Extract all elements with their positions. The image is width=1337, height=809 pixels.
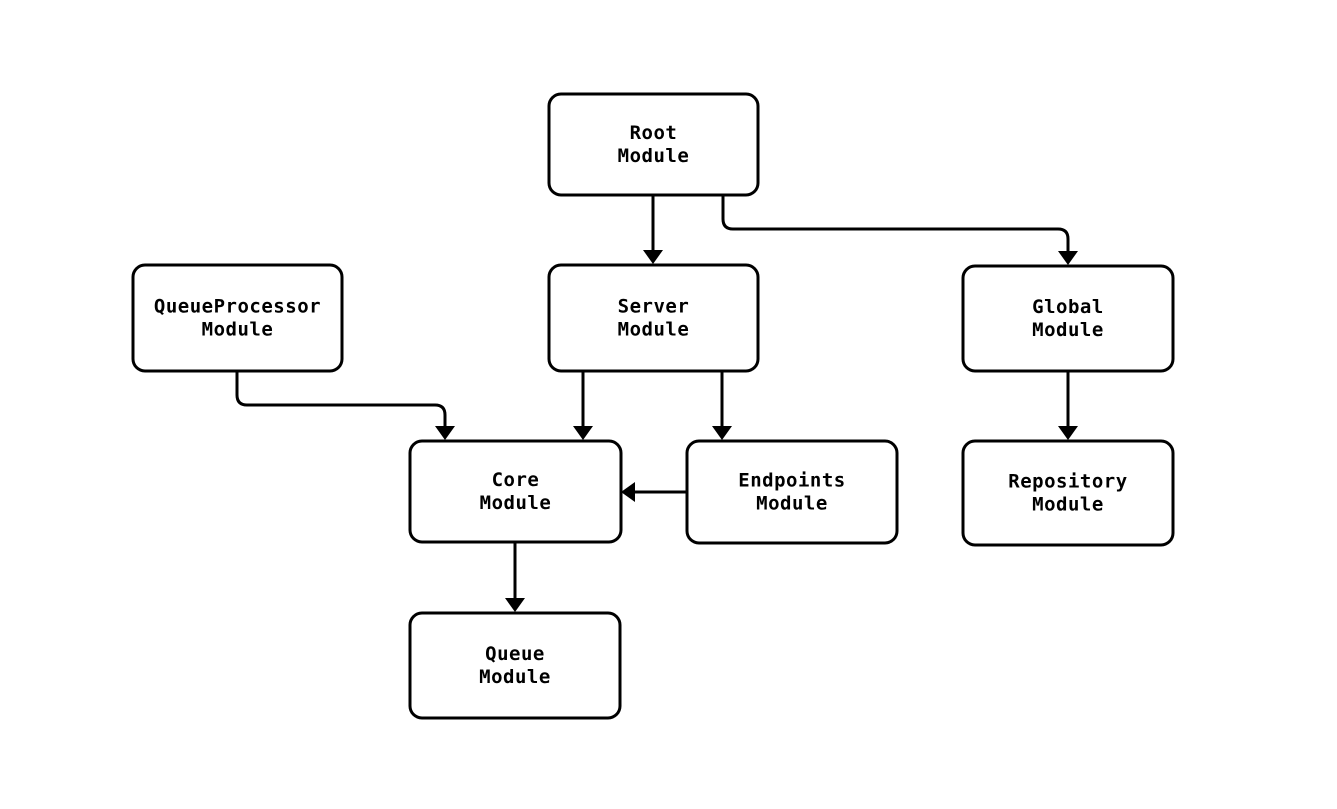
edge-queueprocessor-to-core-line (235, 371, 447, 426)
repository-module-node-label-line2: Module (1032, 494, 1104, 516)
repository-module-node-label-line1: Repository (1008, 471, 1127, 493)
core-module-node-box[interactable] (408, 439, 623, 544)
server-module-node-box[interactable] (547, 263, 760, 373)
root-module-node-box[interactable] (547, 92, 760, 197)
edge-server-to-core-arrowhead-icon (573, 426, 593, 440)
edge-core-to-queue-arrowhead-icon (505, 598, 525, 612)
edge-root-to-global-line (721, 195, 1070, 251)
queueprocessor-module-node-label-line2: Module (202, 319, 274, 341)
edge-root-to-server-arrowhead-icon (643, 250, 663, 264)
global-module-node-label-line1: Global (1032, 296, 1104, 318)
edge-global-to-repository-arrowhead-icon (1058, 426, 1078, 440)
queueprocessor-module-node-label-line1: QueueProcessor (154, 296, 321, 318)
edge-root-to-server (643, 195, 663, 264)
queue-module-node-box[interactable] (408, 611, 622, 720)
edge-server-to-endpoints-arrowhead-icon (712, 426, 732, 440)
root-module-node-label-line2: Module (618, 145, 690, 167)
repository-module-node-box[interactable] (961, 439, 1175, 547)
nodes-layer: RootModuleQueueProcessorModuleServerModu… (131, 92, 1175, 720)
queueprocessor-module-node-box[interactable] (131, 263, 344, 373)
global-module-node-label-line2: Module (1032, 319, 1104, 341)
queue-module-node-label-line1: Queue (485, 643, 545, 665)
root-module-node-label-line1: Root (630, 122, 678, 144)
edge-queueprocessor-to-core-arrowhead-icon (435, 426, 455, 440)
edge-server-to-endpoints (712, 371, 732, 440)
endpoints-module-node-label-line2: Module (756, 493, 828, 515)
edges-layer (235, 195, 1078, 612)
edge-root-to-global-arrowhead-icon (1058, 251, 1078, 265)
endpoints-module-node-label-line1: Endpoints (738, 470, 845, 492)
edge-core-to-queue (505, 542, 525, 612)
server-module-node-label-line1: Server (618, 296, 690, 318)
core-module-node-label-line2: Module (480, 492, 552, 514)
edge-server-to-core (573, 371, 593, 440)
global-module-node-box[interactable] (961, 264, 1175, 373)
queue-module-node-label-line2: Module (479, 666, 551, 688)
edge-root-to-global (721, 195, 1078, 265)
server-module-node-label-line2: Module (618, 319, 690, 341)
core-module-node-label-line1: Core (492, 469, 540, 491)
edge-global-to-repository (1058, 371, 1078, 440)
edge-queueprocessor-to-core (235, 371, 455, 440)
edge-endpoints-to-core (621, 482, 687, 502)
edge-endpoints-to-core-arrowhead-icon (621, 482, 635, 502)
endpoints-module-node-box[interactable] (685, 439, 899, 545)
